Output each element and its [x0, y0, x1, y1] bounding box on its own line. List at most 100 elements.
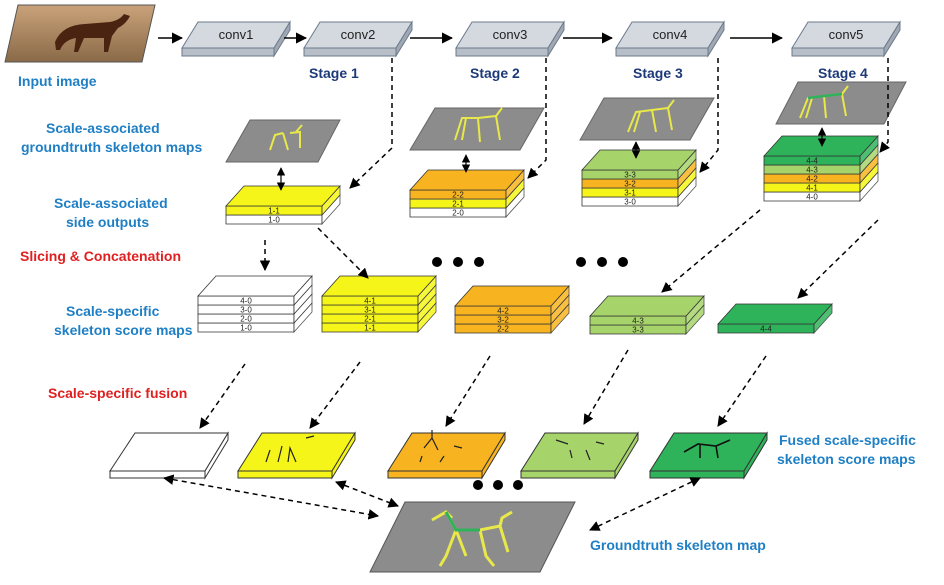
input-image-label: Input image — [18, 73, 97, 89]
slab-label: 4-1 — [806, 184, 818, 193]
input-image — [4, 4, 156, 63]
conv-block: conv4 — [615, 20, 725, 58]
slab: 4-3 — [763, 143, 879, 176]
slab-label: 1-1 — [364, 324, 376, 333]
fusion-label: Scale-specific fusion — [48, 385, 187, 401]
slab: 3-2 — [454, 293, 570, 326]
slab-label: 4-1 — [364, 297, 376, 306]
stage-label: Stage 1 — [309, 65, 359, 81]
conv-block: conv1 — [181, 20, 291, 58]
gt-map-stage4 — [775, 81, 907, 125]
side-outputs-label-line1: Scale-associated — [54, 195, 168, 211]
slab-label: 3-1 — [624, 189, 636, 198]
stage-label: Stage 3 — [633, 65, 683, 81]
stage-label: Stage 4 — [818, 65, 868, 81]
conv-label: conv4 — [653, 27, 688, 42]
slab-label: 2-0 — [240, 315, 252, 324]
slab-label: 2-0 — [452, 209, 464, 218]
slab-label: 4-2 — [497, 307, 509, 316]
slab: 4-3 — [589, 294, 705, 327]
side-output-stack: 2-02-12-2 — [409, 168, 525, 219]
conv-label: conv5 — [829, 27, 864, 42]
conv-label: conv3 — [493, 27, 528, 42]
slab: 3-0 — [197, 283, 313, 316]
slab: 4-1 — [763, 161, 879, 194]
score-map-stack: 1-12-13-14-1 — [321, 274, 437, 334]
slab: 2-2 — [409, 168, 525, 201]
score-maps-label-line2: skeleton score maps — [54, 322, 193, 338]
slab-label: 4-3 — [806, 166, 818, 175]
fused-map-1 — [109, 431, 229, 480]
gt-map-stage3 — [579, 97, 715, 141]
fused-map-4 — [520, 431, 639, 480]
conv-block: conv2 — [303, 20, 413, 58]
side-outputs-label-line2: side outputs — [66, 214, 149, 230]
slab-label: 3-3 — [624, 171, 636, 180]
slab: 4-1 — [321, 274, 437, 307]
side-output-stack: 3-03-13-23-3 — [581, 148, 697, 208]
conv-label: conv2 — [341, 27, 376, 42]
slab-label: 1-1 — [268, 207, 280, 216]
gt-maps-label-line2: groundtruth skeleton maps — [21, 139, 202, 155]
dashed-arrows — [162, 58, 891, 531]
gt-map-stage2 — [409, 107, 545, 151]
score-maps: 1-02-03-04-01-12-13-14-12-23-24-23-34-34… — [197, 274, 833, 336]
fused-map-3 — [387, 430, 506, 480]
gt-map-stage1 — [225, 119, 341, 163]
slab: 4-2 — [454, 284, 570, 317]
slab-label: 4-3 — [632, 317, 644, 326]
stage-labels: Stage 1 Stage 2 Stage 3 Stage 4 — [309, 65, 868, 81]
slab-label: 2-2 — [452, 191, 464, 200]
stage-label: Stage 2 — [470, 65, 520, 81]
score-maps-label-line1: Scale-specific — [66, 303, 160, 319]
slab-label: 2-1 — [452, 200, 464, 209]
slab-label: 4-0 — [240, 297, 252, 306]
side-outputs: 1-01-1 2-02-12-2 3-03-13-23-3 4-04-14-24-34… — [225, 134, 879, 226]
score-map-stack: 4-4 — [717, 302, 833, 335]
ellipsis-dots — [432, 257, 628, 490]
slab: 1-1 — [321, 301, 437, 334]
gt-final-label: Groundtruth skeleton map — [590, 537, 766, 553]
conv-block: conv3 — [455, 20, 565, 58]
slab-label: 3-0 — [240, 306, 252, 315]
slab-label: 3-2 — [497, 316, 509, 325]
slab: 2-0 — [409, 186, 525, 219]
slab-label: 1-0 — [268, 216, 280, 225]
slab: 2-1 — [409, 177, 525, 210]
slab-label: 2-2 — [497, 325, 509, 334]
slab: 4-4 — [717, 302, 833, 335]
fused-maps-label-line1: Fused scale-specific — [779, 432, 916, 448]
conv-block: conv5 — [791, 20, 901, 58]
slab-label: 3-2 — [624, 180, 636, 189]
slab-label: 3-3 — [632, 326, 644, 335]
side-output-stack: 1-01-1 — [225, 184, 341, 226]
fused-map-2 — [237, 431, 356, 480]
arrows — [158, 32, 827, 191]
slab-label: 1-0 — [240, 324, 252, 333]
slab: 3-1 — [321, 283, 437, 316]
score-map-stack: 2-23-24-2 — [454, 284, 570, 335]
slab-label: 2-1 — [364, 315, 376, 324]
slab: 2-1 — [321, 292, 437, 325]
slab-label: 4-4 — [806, 157, 818, 166]
slab-label: 4-2 — [806, 175, 818, 184]
slab: 4-4 — [763, 134, 879, 167]
gt-maps-label-line1: Scale-associated — [46, 120, 160, 136]
fused-map-5 — [649, 431, 768, 480]
slab: 4-0 — [197, 274, 313, 307]
conv-layer: conv1 conv2 conv3 conv4 conv5 — [181, 20, 901, 58]
slab: 4-0 — [763, 170, 879, 203]
slab: 1-0 — [225, 193, 341, 226]
gt-final-map — [369, 501, 576, 573]
side-output-stack: 4-04-14-24-34-4 — [763, 134, 879, 203]
score-map-stack: 3-34-3 — [589, 294, 705, 336]
slab-label: 3-1 — [364, 306, 376, 315]
slab-label: 4-0 — [806, 193, 818, 202]
slicing-label: Slicing & Concatenation — [20, 248, 181, 264]
conv-label: conv1 — [219, 27, 254, 42]
slab-label: 4-4 — [760, 325, 772, 334]
slab: 3-3 — [581, 148, 697, 181]
fused-maps-label-line2: skeleton score maps — [777, 451, 916, 467]
slab-label: 3-0 — [624, 198, 636, 207]
